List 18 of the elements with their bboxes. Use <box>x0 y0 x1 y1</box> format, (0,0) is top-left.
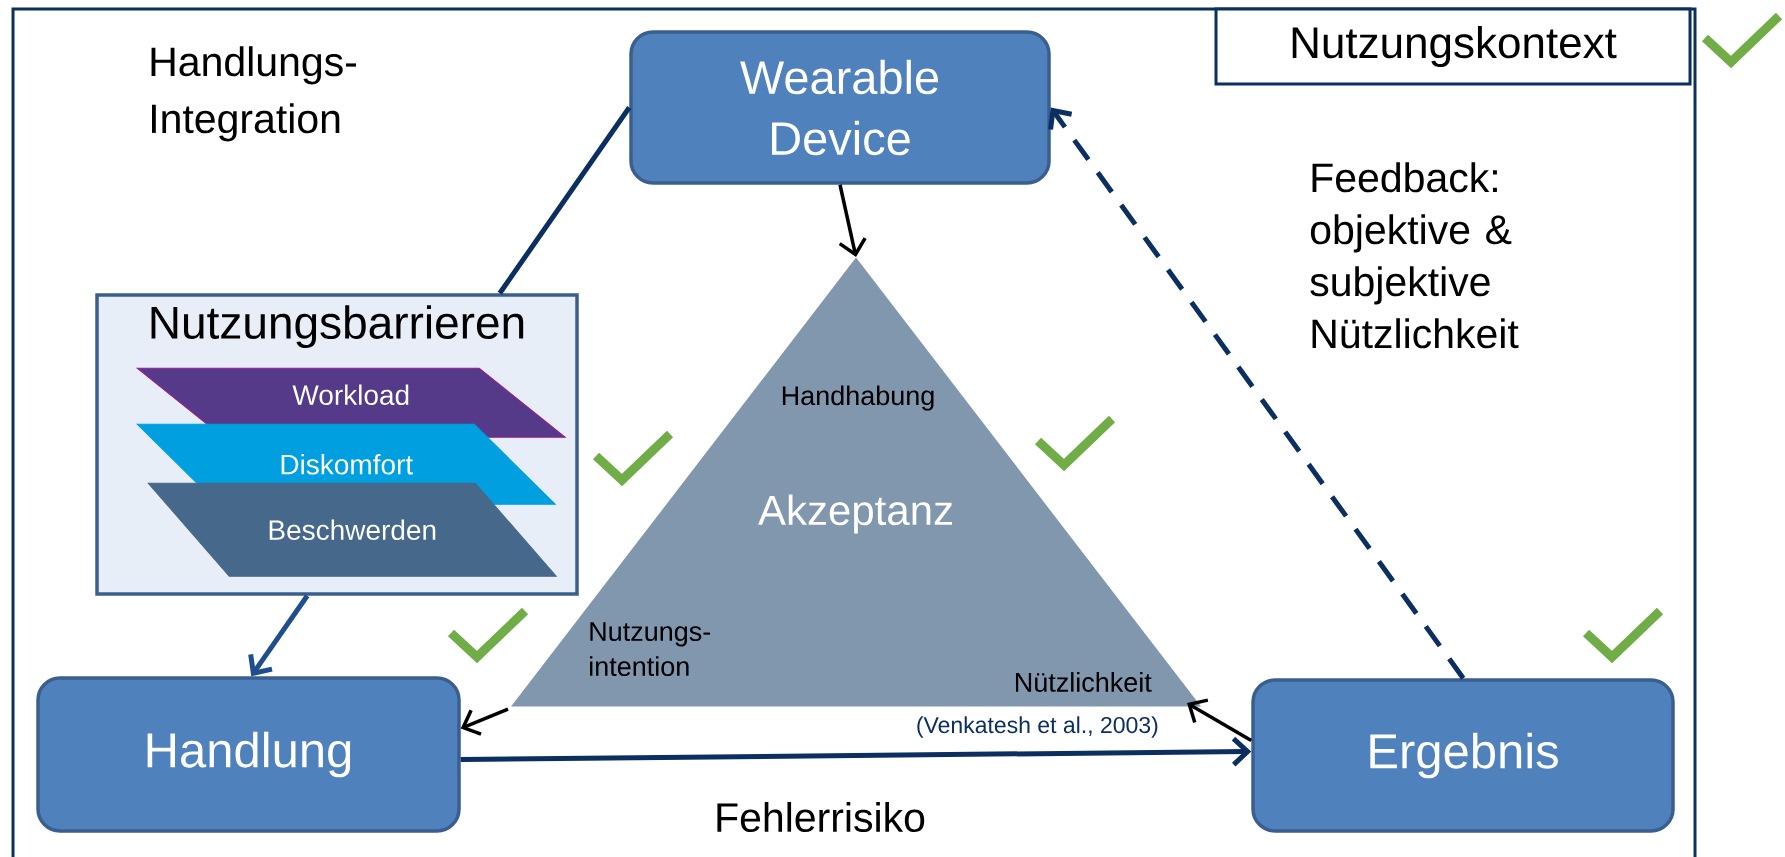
note-text: Handlungs- Integration <box>151 46 356 142</box>
corner-label: Nutzungs- intention <box>590 622 711 677</box>
corner-label: Handhabung <box>782 385 934 411</box>
note-text: Fehlerrisiko <box>717 801 925 833</box>
result-box: Ergebnis <box>1251 678 1675 833</box>
arrow <box>1048 107 1466 680</box>
process-box: Handlung <box>36 676 461 833</box>
layer-band: Beschwerden <box>147 482 557 577</box>
arrow <box>460 736 1252 767</box>
corner-label: Nützlichkeit <box>1016 672 1152 692</box>
citation: (Venkatesh et al., 2003) <box>917 716 1158 738</box>
context-tab: Nutzungskontext <box>1214 7 1692 86</box>
arrow <box>1187 698 1253 743</box>
arrow <box>248 594 310 677</box>
device-box: Wearable Device <box>629 30 1051 185</box>
triangle-title: Akzeptanz <box>758 494 952 534</box>
note-text: Feedback: objektive & subjektive Nützlichkeit <box>1310 162 1519 349</box>
arrow <box>838 184 867 257</box>
